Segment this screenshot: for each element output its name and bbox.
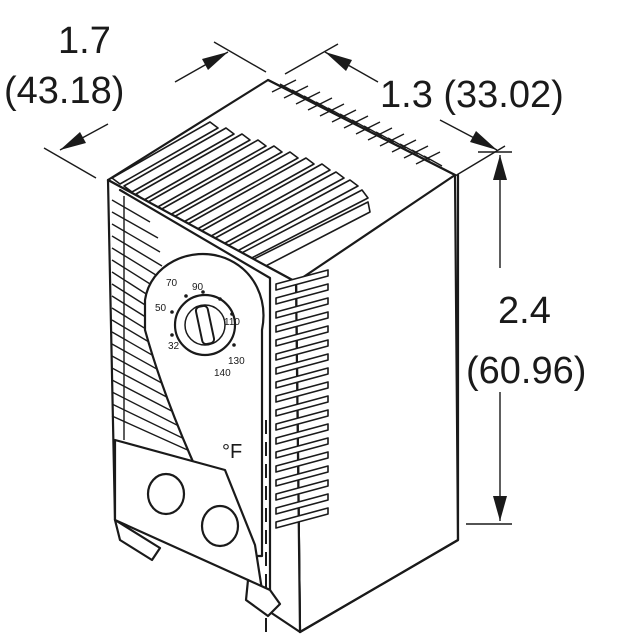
knob-slot-icon: [194, 304, 216, 346]
depth-dimension-line: [284, 43, 506, 177]
cable-entry-left: [146, 472, 186, 516]
right-cooling-ribs: [275, 269, 329, 529]
scale-label-70: 70: [166, 278, 178, 289]
adjustment-knob[interactable]: [173, 293, 237, 357]
top-vent-slots: [271, 79, 443, 167]
scale-label-140: 140: [214, 368, 231, 379]
din-rail-clips: [113, 518, 282, 618]
height-inches-label: 2.4: [498, 290, 551, 332]
cable-entry-right: [200, 504, 240, 548]
width-mm-label: (43.18): [4, 70, 124, 112]
scale-label-32: 32: [168, 341, 180, 352]
dial-scale-dots: [170, 290, 236, 347]
depth-label: 1.3 (33.02): [380, 74, 564, 116]
width-dimension-line: [43, 41, 267, 179]
width-inches-label: 1.7: [58, 20, 111, 62]
height-mm-label: (60.96): [466, 350, 586, 392]
unit-label: °F: [222, 441, 242, 463]
scale-label-110: 110: [224, 317, 240, 328]
scale-label-130: 130: [228, 356, 245, 367]
height-dimension-line: [466, 151, 512, 525]
scale-label-50: 50: [155, 303, 167, 314]
top-heat-fins: [111, 121, 371, 273]
scale-label-90: 90: [192, 282, 204, 293]
